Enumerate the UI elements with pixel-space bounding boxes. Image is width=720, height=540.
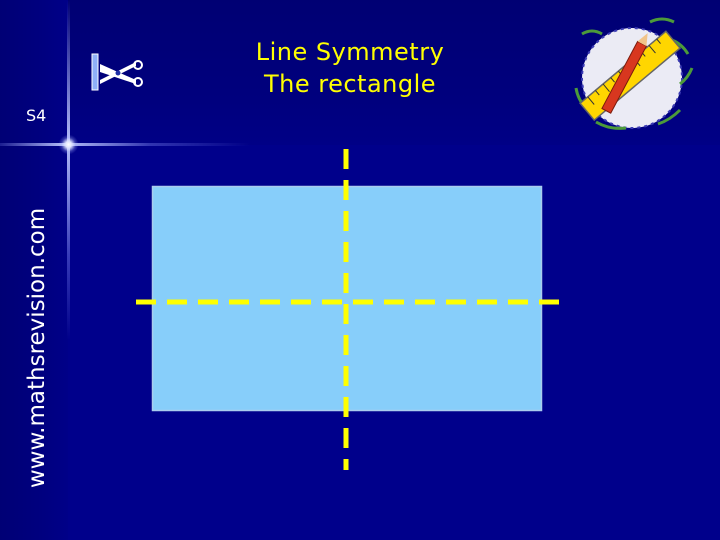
slide-code: S4 <box>26 106 47 125</box>
scissors-icon <box>91 53 143 91</box>
title-line-2: The rectangle <box>263 70 437 98</box>
title-line-1: Line Symmetry <box>255 38 445 66</box>
decorative-cross-horizontal <box>0 143 250 146</box>
ruler-pencil-logo <box>574 17 694 130</box>
left-margin-band <box>0 0 68 540</box>
slide-title: Line Symmetry The rectangle <box>200 36 500 100</box>
decorative-cross-star <box>58 134 79 155</box>
decorative-cross-vertical <box>67 0 70 340</box>
